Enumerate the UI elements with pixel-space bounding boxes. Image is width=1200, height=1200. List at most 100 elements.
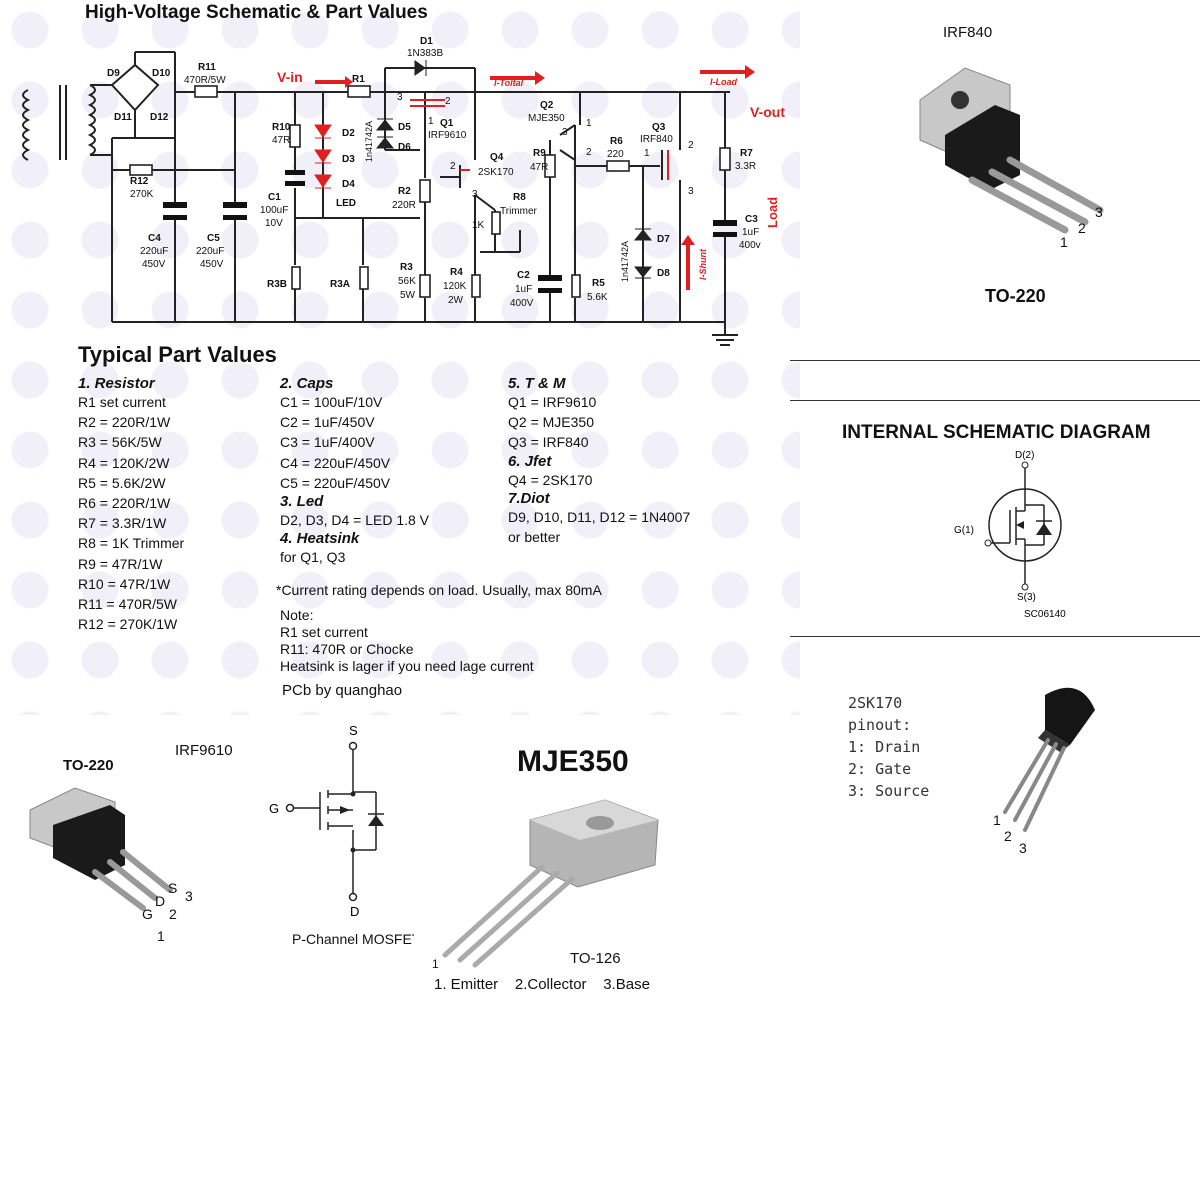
label-vin: V-in bbox=[277, 69, 303, 85]
sk170-line: 3: Source bbox=[848, 782, 930, 800]
caps-list: 2. Caps C1 = 100uF/10V C2 = 1uF/450V C3 … bbox=[280, 375, 429, 567]
label-r9v: 47R bbox=[530, 162, 548, 173]
irf9610-package: TO-220 bbox=[63, 757, 114, 774]
list-item: R7 = 3.3R/1W bbox=[78, 515, 167, 532]
watermark-background bbox=[0, 0, 800, 715]
list-item: C4 = 220uF/450V bbox=[280, 454, 391, 471]
label-d6: D6 bbox=[398, 142, 411, 153]
label-q1-pin3: 3 bbox=[397, 92, 403, 103]
label-c4v2: 450V bbox=[142, 259, 166, 270]
label-c3v1: 1uF bbox=[742, 227, 759, 238]
label-d11: D11 bbox=[114, 112, 132, 123]
label-d1v: 1N383B bbox=[407, 48, 443, 59]
list-item: R3 = 56K/5W bbox=[78, 434, 162, 451]
label-r3v2: 5W bbox=[400, 290, 416, 301]
label-c1v2: 10V bbox=[265, 218, 283, 229]
pmos-d-label: D bbox=[350, 904, 359, 919]
divider bbox=[790, 400, 1200, 401]
label-r2v: 220R bbox=[392, 200, 416, 211]
label-q2: Q2 bbox=[540, 100, 554, 111]
label-r10: R10 bbox=[272, 122, 291, 133]
resistor-list: 1. Resistor R1 set current R2 = 220R/1W … bbox=[78, 375, 184, 634]
label-q2-pin3: 3 bbox=[562, 127, 568, 138]
internal-schematic-diagram: D(2) G(1) S(3) SC06140 bbox=[954, 450, 1066, 620]
sk170-pinout: 2SK170 pinout: 1: Drain 2: Gate 3: Sourc… bbox=[848, 692, 929, 802]
irf9610-pin-s: S bbox=[168, 880, 178, 896]
irf9610-package-image bbox=[29, 787, 173, 911]
label-vout: V-out bbox=[750, 104, 785, 120]
label-r7v: 3.3R bbox=[735, 161, 756, 172]
internal-d-label: D(2) bbox=[1015, 450, 1034, 461]
divider bbox=[790, 636, 1200, 637]
list-item: C2 = 1uF/450V bbox=[280, 414, 375, 431]
label-d56v: 1n41742A bbox=[364, 121, 374, 162]
sk170-pin3: 3 bbox=[1019, 840, 1027, 856]
high-voltage-schematic: D1 1N383B D9 D10 D11 D12 R11 470R/5W R1 … bbox=[22, 36, 785, 346]
jfet-heading: 6. Jfet bbox=[508, 452, 552, 470]
irf9610-num-3: 3 bbox=[185, 888, 193, 904]
sk170-line: 1: Drain bbox=[848, 738, 921, 756]
label-r3b: R3B bbox=[267, 279, 287, 290]
sk170-pin1: 1 bbox=[993, 812, 1001, 828]
list-item: for Q1, Q3 bbox=[280, 549, 346, 566]
label-r9: R9 bbox=[533, 148, 546, 159]
label-r3a: R3A bbox=[330, 279, 350, 290]
label-c4v1: 220uF bbox=[140, 246, 168, 257]
irf9610-num-1: 1 bbox=[157, 928, 165, 944]
label-q4v: 2SK170 bbox=[478, 167, 514, 178]
list-item: D2, D3, D4 = LED 1.8 V bbox=[280, 512, 430, 529]
label-r6v: 220 bbox=[607, 149, 624, 160]
label-r4v1: 120K bbox=[443, 281, 467, 292]
label-d10: D10 bbox=[152, 68, 171, 79]
label-d8: D8 bbox=[657, 268, 670, 279]
note-block: Note: R1 set current R11: 470R or Chocke… bbox=[280, 607, 534, 675]
label-q1: Q1 bbox=[440, 118, 454, 129]
internal-title: INTERNAL SCHEMATIC DIAGRAM bbox=[842, 422, 1151, 443]
label-d1: D1 bbox=[420, 36, 433, 47]
note-line: R11: 470R or Chocke bbox=[280, 641, 414, 657]
irf840-package-image bbox=[919, 67, 1104, 234]
label-r5: R5 bbox=[592, 278, 605, 289]
mje350-pins: 1. Emitter 2.Collector 3.Base bbox=[434, 976, 650, 993]
list-item: R6 = 220R/1W bbox=[78, 495, 171, 512]
label-q2-pin1: 1 bbox=[586, 118, 592, 129]
label-r1: R1 bbox=[352, 74, 365, 85]
led-heading: 3. Led bbox=[280, 493, 324, 511]
list-item: Q2 = MJE350 bbox=[508, 414, 594, 431]
irf840-package: TO-220 bbox=[985, 286, 1046, 306]
label-r5v: 5.6K bbox=[587, 292, 608, 303]
note-line: Heatsink is lager if you need lage curre… bbox=[280, 658, 534, 674]
mje350-pin1: 1 bbox=[432, 957, 439, 971]
mje350-name: MJE350 bbox=[517, 745, 629, 778]
list-item: Q4 = 2SK170 bbox=[508, 471, 593, 488]
label-q3-pin2: 2 bbox=[688, 140, 694, 151]
list-item: R2 = 220R/1W bbox=[78, 414, 171, 431]
sk170-pin2: 2 bbox=[1004, 828, 1012, 844]
list-item: C5 = 220uF/450V bbox=[280, 474, 391, 491]
label-load: Load bbox=[765, 197, 780, 228]
sk170-line: 2SK170 bbox=[848, 694, 903, 712]
label-d3: D3 bbox=[342, 154, 355, 165]
label-r2: R2 bbox=[398, 186, 411, 197]
label-led: LED bbox=[336, 198, 356, 209]
label-q4: Q4 bbox=[490, 152, 504, 163]
label-r8v: Trimmer bbox=[500, 206, 538, 217]
list-item: R5 = 5.6K/2W bbox=[78, 474, 166, 491]
label-q2v: MJE350 bbox=[528, 113, 565, 124]
tm-heading: 5. T & M bbox=[508, 375, 566, 392]
label-c2v2: 400V bbox=[510, 298, 534, 309]
internal-code: SC06140 bbox=[1024, 609, 1066, 620]
tm-list: 5. T & M Q1 = IRF9610 Q2 = MJE350 Q3 = I… bbox=[508, 375, 690, 547]
irf9610-pin-d: D bbox=[155, 893, 166, 909]
label-r12v: 270K bbox=[130, 189, 154, 200]
label-q3-pin1: 1 bbox=[644, 148, 650, 159]
label-c1: C1 bbox=[268, 192, 281, 203]
label-r3: R3 bbox=[400, 262, 413, 273]
pmos-g-label: G bbox=[269, 801, 279, 816]
list-item: D9, D10, D11, D12 = 1N4007 bbox=[508, 508, 691, 525]
heatsink-heading: 4. Heatsink bbox=[280, 530, 360, 548]
sk170-line: 2: Gate bbox=[848, 760, 912, 778]
irf840-name: IRF840 bbox=[943, 24, 993, 41]
label-ishunt: I-Shunt bbox=[698, 248, 708, 280]
label-q1-pin2: 2 bbox=[445, 96, 451, 107]
